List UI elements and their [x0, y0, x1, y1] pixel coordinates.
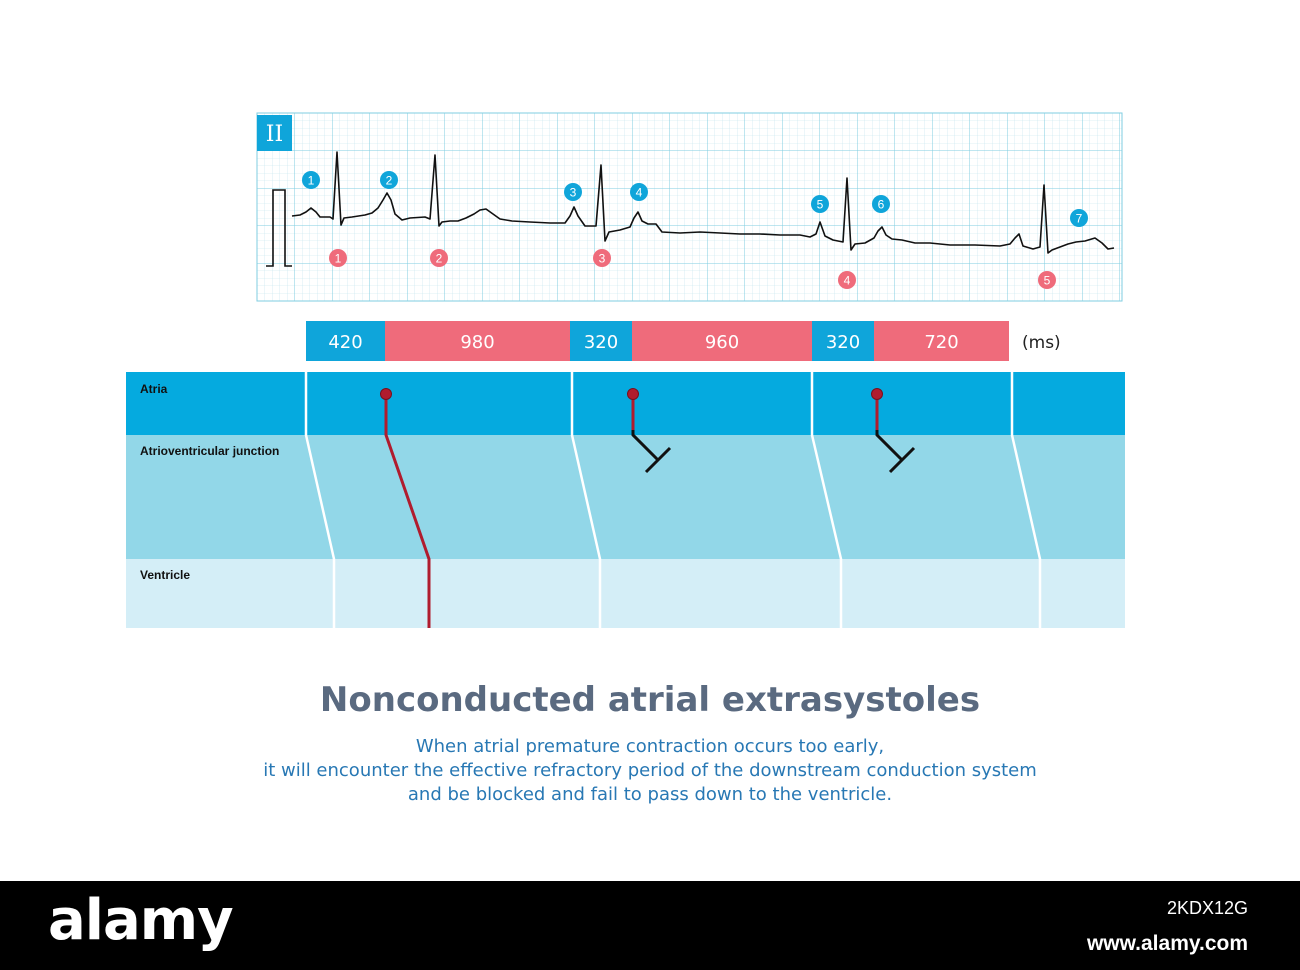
ladder-row-label-junction: Atrioventricular junction	[140, 444, 279, 458]
p-wave-marker: 7	[1076, 212, 1083, 226]
p-wave-marker: 3	[570, 186, 577, 200]
p-wave-marker-circle	[630, 183, 648, 201]
p-wave-marker: 1	[308, 174, 315, 188]
divider-line	[304, 372, 336, 628]
p-wave-marker-circle	[872, 195, 890, 213]
qrs-marker-circle	[593, 249, 611, 267]
ladder-row-atria	[126, 372, 1125, 435]
ecg-trace	[291, 151, 1115, 254]
interval-value: 420	[328, 332, 362, 353]
p-wave-marker-circle	[302, 171, 320, 189]
interval-segment	[632, 321, 812, 361]
qrs-marker-circle	[430, 249, 448, 267]
interval-value: 320	[826, 332, 860, 353]
interval-segment	[306, 321, 385, 361]
ladder-row-label-atria: Atria	[140, 382, 168, 396]
qrs-marker: 5	[1044, 274, 1051, 288]
caption-line: When atrial premature contraction occurs…	[415, 736, 885, 757]
qrs-markers: 1 2 3 4 5	[329, 249, 1056, 289]
caption-line: and be blocked and fail to pass down to …	[407, 784, 893, 805]
qrs-marker: 4	[844, 274, 851, 288]
qrs-marker: 3	[599, 252, 606, 266]
diagram-title: Nonconducted atrial extrasystoles	[319, 680, 981, 720]
ectopic-focus-dot	[627, 388, 639, 400]
footer-url: www.alamy.com	[1086, 932, 1248, 955]
qrs-marker-circle	[329, 249, 347, 267]
ecg-strip: II 1 2 3 4 5 6 7 1 2 3 4 5	[256, 112, 1123, 302]
caption-line: it will encounter the effective refracto…	[263, 760, 1037, 781]
block-symbol	[875, 430, 916, 474]
interval-segment	[385, 321, 570, 361]
conduction-path	[384, 394, 431, 628]
interval-unit: (ms)	[1022, 333, 1061, 353]
diagram-caption: When atrial premature contraction occurs…	[0, 735, 1300, 807]
p-wave-markers: 1 2 3 4 5 6 7	[302, 171, 1088, 227]
blocked-premature-beat-1	[627, 388, 672, 474]
block-symbol	[631, 430, 672, 474]
lead-label: II	[266, 122, 283, 147]
qrs-marker: 1	[335, 252, 342, 266]
qrs-marker: 2	[436, 252, 443, 266]
divider-line	[1010, 372, 1042, 628]
lead-label-box	[257, 115, 292, 151]
ecg-grid	[256, 112, 1123, 302]
divider-line	[570, 372, 602, 628]
interval-value: 980	[460, 332, 494, 353]
ladder-row-label-ventricle: Ventricle	[140, 568, 190, 582]
interval-segment	[812, 321, 874, 361]
ectopic-focus-dot	[380, 388, 392, 400]
p-wave-marker: 4	[636, 186, 643, 200]
footer-image-id: 2KDX12G	[1166, 898, 1248, 918]
ectopic-focus-dot	[871, 388, 883, 400]
p-wave-marker: 5	[817, 198, 824, 212]
p-wave-marker-circle	[380, 171, 398, 189]
p-wave-marker: 2	[386, 174, 393, 188]
ladder-row-ventricle	[126, 559, 1125, 628]
p-wave-marker: 6	[878, 198, 885, 212]
sinus-beat-dividers	[304, 372, 1042, 628]
ladder-diagram: Atria Atrioventricular junction Ventricl…	[126, 372, 1125, 628]
interval-value: 720	[924, 332, 958, 353]
interval-segment	[874, 321, 1009, 361]
footer-logo: alamy	[48, 888, 234, 953]
conducted-premature-beat	[380, 388, 431, 628]
qrs-marker-circle	[838, 271, 856, 289]
p-wave-marker-circle	[811, 195, 829, 213]
qrs-marker-circle	[1038, 271, 1056, 289]
blocked-premature-beat-2	[871, 388, 916, 474]
calibration-pulse	[266, 189, 292, 267]
interval-value: 960	[705, 332, 739, 353]
watermark-footer	[0, 881, 1300, 970]
divider-line	[810, 372, 843, 628]
interval-bar: 420 980 320 960 320 720	[306, 321, 1009, 361]
p-wave-marker-circle	[1070, 209, 1088, 227]
p-wave-marker-circle	[564, 183, 582, 201]
interval-segment	[570, 321, 632, 361]
interval-value: 320	[584, 332, 618, 353]
ladder-row-junction	[126, 435, 1125, 559]
